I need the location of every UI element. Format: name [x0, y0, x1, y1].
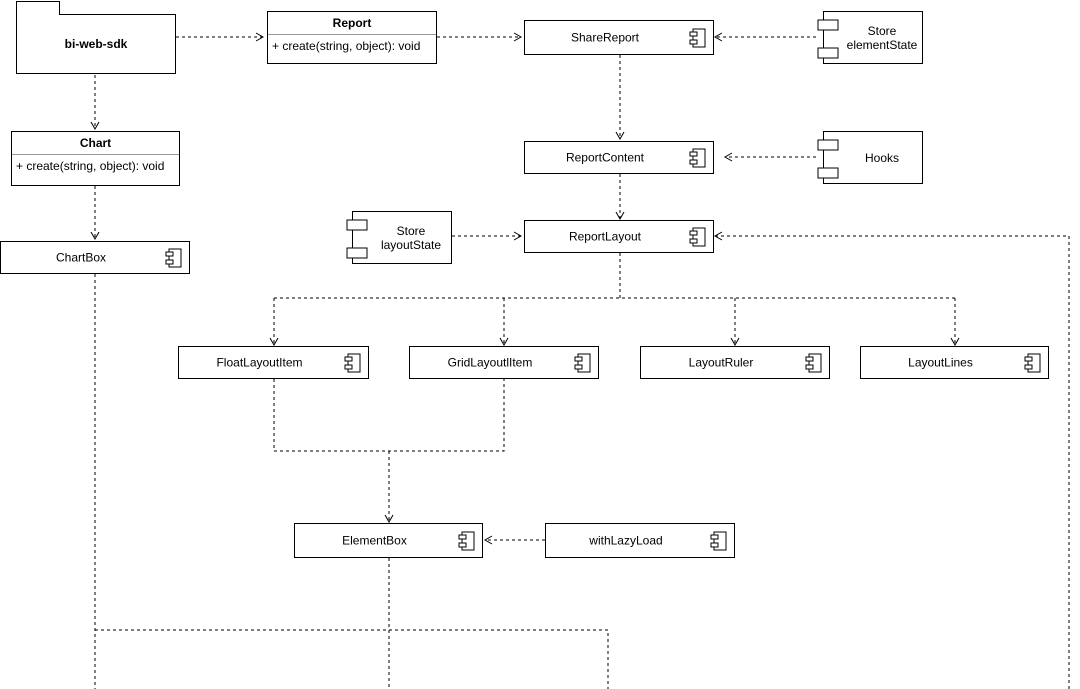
- class-report[interactable]: Report + create(string, object): void: [267, 11, 437, 64]
- component-floatlayoutitem[interactable]: FloatLayoutItem: [178, 346, 369, 379]
- component-label: withLazyLoad: [589, 532, 663, 547]
- package-bi-web-sdk[interactable]: bi-web-sdk: [16, 1, 176, 74]
- hooks[interactable]: Hooks: [817, 131, 923, 184]
- store-elementstate-label: Store elementState: [846, 23, 918, 52]
- component-label: ChartBox: [55, 249, 107, 264]
- class-chart-operation: + create(string, object): void: [16, 159, 165, 173]
- store-icon: [346, 219, 368, 259]
- component-label: FloatLayoutItem: [216, 354, 303, 369]
- component-chartbox[interactable]: ChartBox: [0, 241, 190, 274]
- class-chart[interactable]: Chart + create(string, object): void: [11, 131, 180, 186]
- component-reportlayout[interactable]: ReportLayout: [524, 220, 714, 253]
- component-layoutlines[interactable]: LayoutLines: [860, 346, 1049, 379]
- connector-return-to-reportlayout: [716, 235, 1070, 689]
- component-icon: [689, 227, 706, 246]
- connector-float-grid-to-elementbox: [273, 379, 505, 452]
- class-chart-title: Chart: [12, 132, 179, 155]
- component-reportcontent[interactable]: ReportContent: [524, 141, 714, 174]
- component-layoutruler[interactable]: LayoutRuler: [640, 346, 830, 379]
- component-label: ShareReport: [570, 29, 640, 44]
- connector-bottom-bus: [95, 629, 609, 689]
- component-icon: [710, 531, 727, 550]
- class-report-operation: + create(string, object): void: [272, 39, 421, 53]
- component-icon: [805, 353, 822, 372]
- store-icon: [817, 19, 839, 59]
- component-label: LayoutRuler: [688, 354, 754, 369]
- component-label: ReportLayout: [568, 228, 642, 243]
- hooks-label: Hooks: [864, 150, 899, 165]
- component-elementbox[interactable]: ElementBox: [294, 523, 483, 558]
- component-withlazyload[interactable]: withLazyLoad: [545, 523, 735, 558]
- package-tab: [16, 1, 60, 15]
- component-label: GridLayoutlItem: [447, 354, 533, 369]
- component-icon: [458, 531, 475, 550]
- store-layoutstate-label: Store layoutState: [380, 223, 442, 252]
- component-icon: [574, 353, 591, 372]
- package-label: bi-web-sdk: [64, 37, 128, 51]
- class-report-title: Report: [268, 12, 436, 35]
- store-elementstate[interactable]: Store elementState: [817, 11, 923, 64]
- store-layoutstate[interactable]: Store layoutState: [346, 211, 452, 264]
- component-icon: [1024, 353, 1041, 372]
- component-sharereport[interactable]: ShareReport: [524, 20, 714, 55]
- component-icon: [689, 148, 706, 167]
- component-gridlayoutitem[interactable]: GridLayoutlItem: [409, 346, 599, 379]
- hooks-icon: [817, 139, 839, 179]
- component-label: ElementBox: [342, 532, 407, 547]
- component-icon: [344, 353, 361, 372]
- component-icon: [165, 248, 182, 267]
- component-label: LayoutLines: [908, 354, 973, 369]
- component-label: ReportContent: [565, 149, 645, 164]
- component-icon: [689, 28, 706, 47]
